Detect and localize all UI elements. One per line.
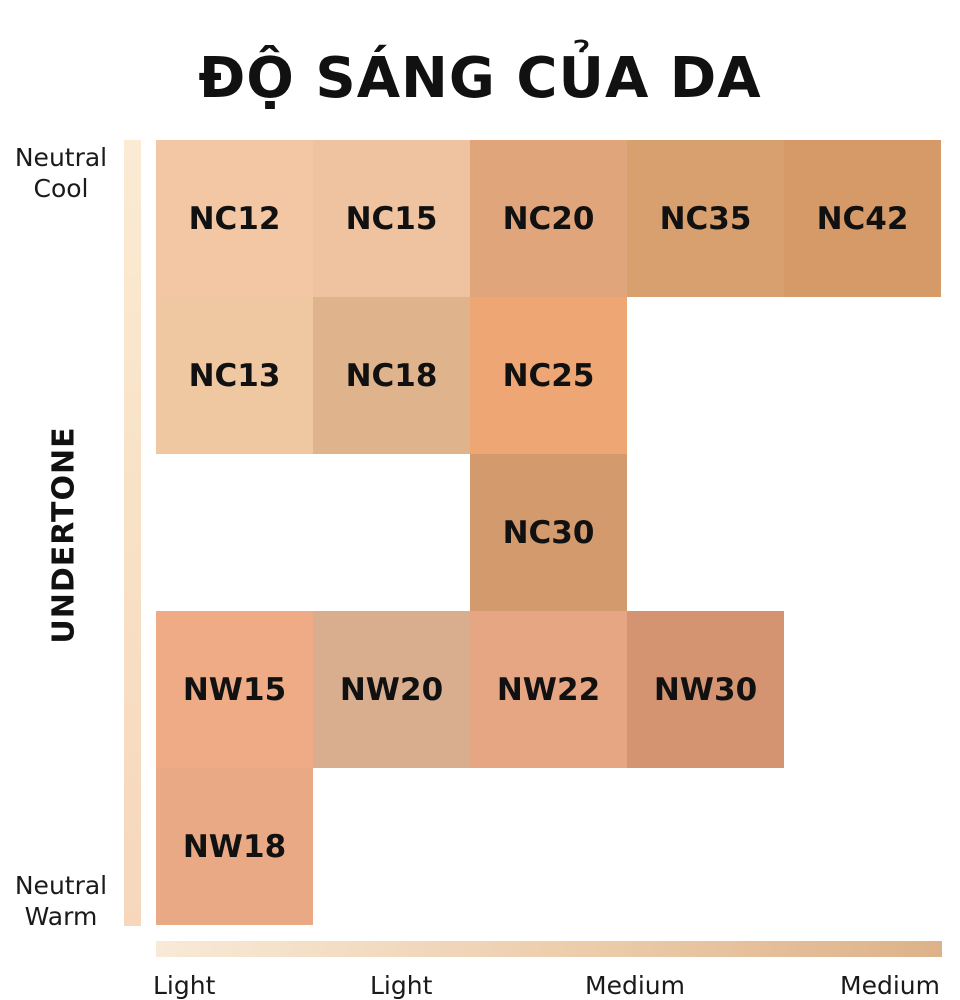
brightness-gradient-bar — [156, 941, 942, 957]
undertone-top-label-line2: Cool — [33, 174, 89, 203]
undertone-bottom-label: Neutral Warm — [0, 870, 122, 932]
brightness-label-4: Medium — [840, 971, 940, 1000]
page-title: ĐỘ SÁNG CỦA DA — [198, 46, 762, 111]
brightness-label-3: Medium — [585, 971, 685, 1000]
shade-swatch-nc13: NC13 — [156, 297, 313, 454]
shade-swatch-nc42: NC42 — [784, 140, 941, 297]
shade-swatch-nw30: NW30 — [627, 611, 784, 768]
brightness-label-1: Light — [153, 971, 216, 1000]
shade-swatch-nc25: NC25 — [470, 297, 627, 454]
shade-swatch-nw22: NW22 — [470, 611, 627, 768]
undertone-gradient-bar — [124, 140, 141, 926]
undertone-top-label-line1: Neutral — [14, 143, 108, 172]
undertone-bottom-label-line2: Warm — [24, 902, 98, 931]
shade-swatch-nc35: NC35 — [627, 140, 784, 297]
brightness-label-2: Light — [370, 971, 433, 1000]
shade-swatch-nw15: NW15 — [156, 611, 313, 768]
undertone-top-label: Neutral Cool — [0, 142, 122, 204]
shade-swatch-nc15: NC15 — [313, 140, 470, 297]
shade-swatch-nw20: NW20 — [313, 611, 470, 768]
undertone-bottom-label-line1: Neutral — [14, 871, 108, 900]
shade-swatch-nc30: NC30 — [470, 454, 627, 611]
shade-swatch-nc18: NC18 — [313, 297, 470, 454]
shade-swatch-nc12: NC12 — [156, 140, 313, 297]
shade-swatch-nc20: NC20 — [470, 140, 627, 297]
shade-swatch-nw18: NW18 — [156, 768, 313, 925]
undertone-axis-title: UNDERTONE — [46, 426, 82, 644]
